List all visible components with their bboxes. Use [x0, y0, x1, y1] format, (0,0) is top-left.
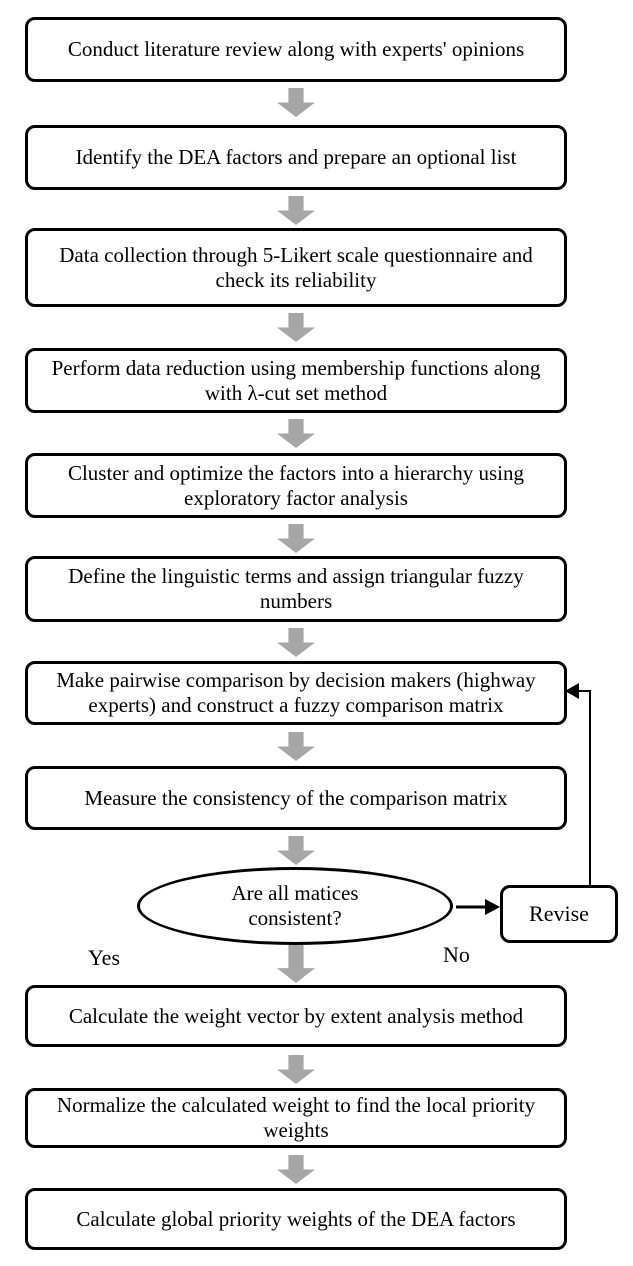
- process-box-cluster-optimize: Cluster and optimize the factors into a …: [25, 453, 567, 518]
- process-box-text: Make pairwise comparison by decision mak…: [56, 668, 536, 692]
- process-box-text: check its reliability: [215, 267, 377, 292]
- process-box-identify-factors: Identify the DEA factors and prepare an …: [25, 125, 567, 190]
- decision-text: Are all matices: [231, 881, 359, 905]
- process-box-text: Data collection through 5-Likert scale q…: [59, 242, 533, 267]
- process-box-text: experts) and construct a fuzzy compariso…: [88, 693, 504, 717]
- down-arrow-icon: [277, 732, 315, 761]
- decision-text: consistent?: [248, 906, 342, 930]
- process-box-text: Identify the DEA factors and prepare an …: [75, 145, 517, 169]
- process-box-data-reduction: Perform data reduction using membership …: [25, 348, 567, 413]
- process-box-text: Conduct literature review along with exp…: [67, 37, 525, 61]
- down-arrow-icon: [277, 419, 315, 448]
- left-arrowhead-icon: [565, 683, 579, 699]
- process-box-data-collection: Data collection through 5-Likert scale q…: [25, 228, 567, 307]
- process-box-consistency-measure: Measure the consistency of the compariso…: [25, 766, 567, 830]
- down-arrow-icon: [277, 1155, 315, 1184]
- process-box-text: exploratory factor analysis: [184, 485, 408, 510]
- down-arrow-icon: [277, 945, 315, 983]
- process-box-text: with λ-cut set method: [204, 380, 388, 405]
- down-arrow-icon: [277, 196, 315, 225]
- process-box-linguistic-terms: Define the linguistic terms and assign t…: [25, 556, 567, 622]
- process-box-weight-vector: Calculate the weight vector by extent an…: [25, 985, 567, 1047]
- revise-label: Revise: [529, 901, 589, 926]
- down-arrow-icon: [277, 628, 315, 657]
- down-arrow-icon: [277, 836, 315, 865]
- yes-branch-label: Yes: [88, 945, 121, 970]
- process-box-text: Calculate the weight vector by extent an…: [68, 1003, 524, 1028]
- process-box-pairwise-comparison: Make pairwise comparison by decision mak…: [25, 661, 567, 725]
- right-arrowhead-icon: [485, 899, 500, 915]
- process-box-text: weights: [263, 1118, 329, 1142]
- down-arrow-icon: [277, 1055, 315, 1084]
- process-box-text: Calculate global priority weights of the…: [76, 1206, 516, 1231]
- process-box-normalize-weights: Normalize the calculated weight to find …: [25, 1088, 567, 1148]
- process-box-text: Measure the consistency of the compariso…: [84, 785, 508, 810]
- no-branch-label: No: [443, 942, 470, 967]
- down-arrow-icon: [277, 88, 315, 117]
- process-box-text: Normalize the calculated weight to find …: [56, 1093, 536, 1117]
- process-box-global-weights: Calculate global priority weights of the…: [25, 1188, 567, 1250]
- process-box-text: Cluster and optimize the factors into a …: [67, 460, 525, 485]
- feedback-line: [578, 690, 591, 885]
- process-box-text: Perform data reduction using membership …: [51, 355, 541, 380]
- process-box-text: numbers: [259, 589, 333, 613]
- process-box-literature-review: Conduct literature review along with exp…: [25, 17, 567, 82]
- down-arrow-icon: [277, 313, 315, 342]
- decision-ellipse-consistency: Are all matices consistent?: [137, 867, 453, 945]
- revise-box: Revise: [500, 885, 618, 943]
- down-arrow-icon: [277, 524, 315, 553]
- process-box-text: Define the linguistic terms and assign t…: [68, 564, 524, 588]
